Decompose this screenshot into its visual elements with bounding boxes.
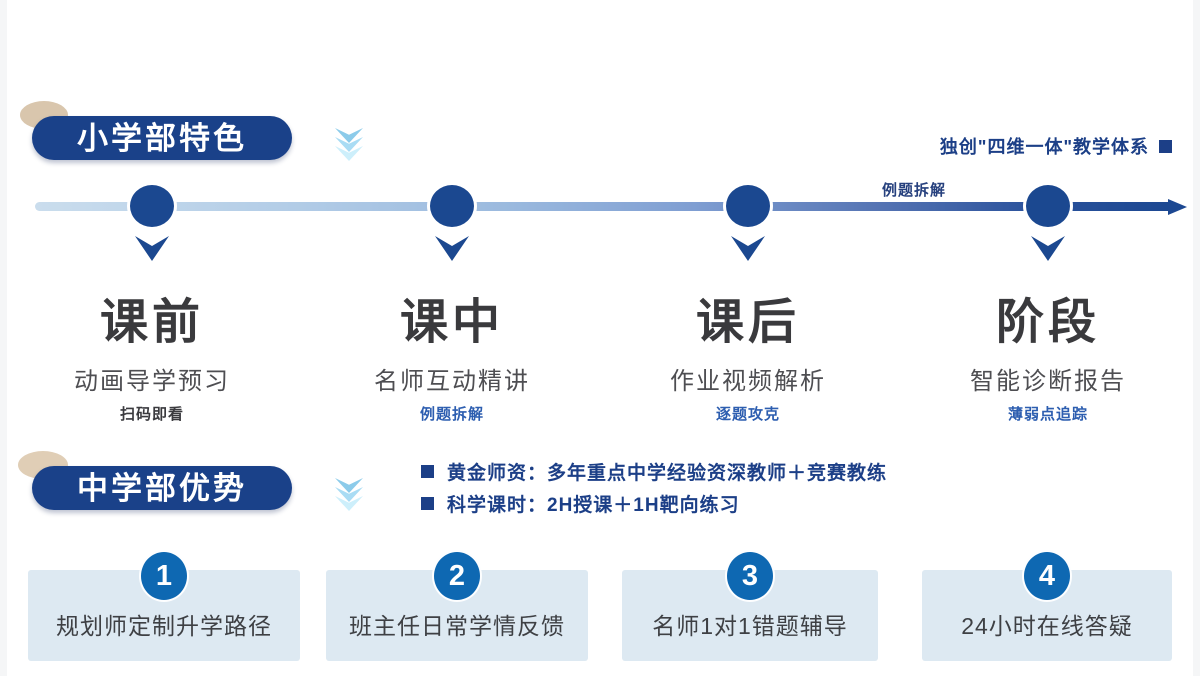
secondary-section-badge-label: 中学部优势 bbox=[77, 471, 247, 506]
timeline-dot-icon bbox=[427, 182, 477, 230]
timeline-note: 例题拆解 bbox=[881, 182, 946, 199]
tagline: 独创"四维一体"教学体系 bbox=[940, 133, 1172, 159]
timeline-arrow-tip-icon bbox=[1168, 199, 1187, 215]
stage-tag: 逐题攻克 bbox=[715, 406, 780, 423]
advantage-bullet: 科学课时：2H授课＋1H靶向练习 bbox=[421, 490, 740, 517]
arrow-down-icon bbox=[1031, 236, 1065, 261]
advantage-bullet-text: 科学课时：2H授课＋1H靶向练习 bbox=[447, 495, 740, 516]
card-label: 班主任日常学情反馈 bbox=[349, 613, 565, 639]
stage-subtitle: 作业视频解析 bbox=[670, 368, 826, 395]
card-number-badge: 2 bbox=[432, 550, 482, 602]
advantage-card-1: 1 规划师定制升学路径 bbox=[28, 550, 300, 661]
advantage-bullet: 黄金师资：多年重点中学经验资深教师＋竞赛教练 bbox=[421, 458, 887, 485]
timeline-dot-icon bbox=[723, 182, 773, 230]
arrow-down-icon bbox=[135, 236, 169, 261]
stage-column-in-class: 课中 名师互动精讲 例题拆解 bbox=[312, 282, 592, 424]
square-bullet-icon bbox=[421, 465, 434, 478]
timeline-line bbox=[35, 202, 1170, 211]
timeline-dot-icon bbox=[127, 182, 177, 230]
primary-section-badge-label: 小学部特色 bbox=[77, 121, 247, 156]
stage-column-after-class: 课后 作业视频解析 逐题攻克 bbox=[608, 282, 888, 424]
stage-column-before-class: 课前 动画导学预习 扫码即看 bbox=[12, 282, 292, 424]
left-edge-shade bbox=[0, 0, 7, 676]
stage-tag: 薄弱点追踪 bbox=[1007, 406, 1088, 423]
stage-tag: 例题拆解 bbox=[419, 406, 484, 423]
card-number-badge: 3 bbox=[725, 550, 775, 602]
square-bullet-icon bbox=[421, 497, 434, 510]
arrow-down-icon bbox=[731, 236, 765, 261]
card-label: 规划师定制升学路径 bbox=[56, 613, 272, 639]
stage-tag: 扫码即看 bbox=[119, 406, 184, 423]
secondary-section-badge: 中学部优势 bbox=[32, 466, 292, 510]
primary-section-badge: 小学部特色 bbox=[32, 116, 292, 160]
advantage-bullet-text: 黄金师资：多年重点中学经验资深教师＋竞赛教练 bbox=[447, 463, 888, 484]
stage-subtitle: 智能诊断报告 bbox=[970, 368, 1126, 395]
card-label: 名师1对1错题辅导 bbox=[652, 613, 848, 639]
square-bullet-icon bbox=[1159, 140, 1172, 153]
stage-subtitle: 动画导学预习 bbox=[74, 368, 230, 395]
stage-title: 阶段 bbox=[995, 296, 1100, 349]
card-label: 24小时在线答疑 bbox=[961, 613, 1133, 639]
advantage-card-4: 4 24小时在线答疑 bbox=[922, 550, 1172, 661]
arrow-down-icon bbox=[435, 236, 469, 261]
stage-title: 课前 bbox=[99, 296, 204, 349]
stage-column-phase: 阶段 智能诊断报告 薄弱点追踪 bbox=[908, 282, 1188, 424]
card-number-badge: 4 bbox=[1022, 550, 1072, 602]
card-number-badge: 1 bbox=[139, 550, 189, 602]
stage-title: 课中 bbox=[399, 296, 504, 349]
double-chevron-down-icon bbox=[335, 128, 363, 161]
timeline-dot-icon bbox=[1023, 182, 1073, 230]
stage-title: 课后 bbox=[695, 296, 800, 349]
advantage-card-2: 2 班主任日常学情反馈 bbox=[326, 550, 588, 661]
stage-subtitle: 名师互动精讲 bbox=[374, 368, 530, 395]
advantage-card-3: 3 名师1对1错题辅导 bbox=[622, 550, 878, 661]
tagline-text: 独创"四维一体"教学体系 bbox=[939, 137, 1149, 157]
double-chevron-down-icon bbox=[335, 478, 363, 511]
right-edge-shade bbox=[1193, 0, 1200, 676]
